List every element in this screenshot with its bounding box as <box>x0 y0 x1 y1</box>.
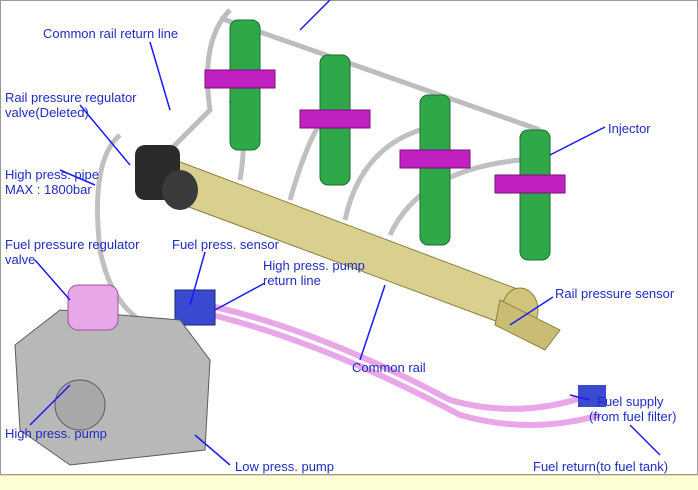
injector-1 <box>204 19 276 151</box>
fuel-pressure-regulator-body <box>67 284 119 331</box>
rail-pressure-regulator-valve <box>135 145 198 210</box>
label-common-rail-return-line: Common rail return line <box>43 26 179 41</box>
label-high-press-pump: High press. pump <box>5 426 107 441</box>
high-press-pump <box>14 284 211 466</box>
label-fuel-supply: Fuel supply <box>597 394 664 409</box>
rail-pressure-sensor-body <box>494 299 561 351</box>
clamp-4 <box>494 174 566 194</box>
label-high-press-pump-return: High press. pump <box>263 258 365 273</box>
label-fuel-pressure-regulator: Fuel pressure regulator <box>5 237 140 252</box>
fuel-lines <box>179 297 601 428</box>
label-fuel-return: Fuel return(to fuel tank) <box>533 459 669 474</box>
label-high-press-pipe-max: MAX : 1800bar <box>5 182 92 197</box>
fuel-press-sensor-body <box>174 289 216 326</box>
injector-3 <box>399 94 471 246</box>
label-common-rail: Common rail <box>352 360 426 375</box>
label-high-press-pump-return-2: return line <box>263 273 321 288</box>
label-rail-pressure-regulator-2: valve(Deleted) <box>5 105 89 120</box>
fuel-supply-connector <box>578 385 606 407</box>
injector-2 <box>299 54 371 186</box>
label-fuel-press-sensor: Fuel press. sensor <box>172 237 279 252</box>
label-fuel-supply-2: (from fuel filter) <box>589 409 677 424</box>
injector-4 <box>494 129 566 261</box>
label-high-press-pipe: High press. pipe <box>5 167 99 182</box>
clamp-1 <box>204 69 276 89</box>
label-low-press-pump: Low press. pump <box>235 459 334 474</box>
label-fuel-pressure-regulator-2: valve <box>5 252 36 267</box>
footer-bar <box>0 475 698 490</box>
label-rail-pressure-regulator: Rail pressure regulator <box>5 90 137 105</box>
clamp-2 <box>299 109 371 129</box>
callout-arrows <box>29 0 661 466</box>
return-line-top <box>219 15 541 133</box>
return-line-left <box>168 8 232 152</box>
label-injector: Injector <box>608 121 651 136</box>
clamp-3 <box>399 149 471 169</box>
label-rail-pressure-sensor: Rail pressure sensor <box>555 286 675 301</box>
